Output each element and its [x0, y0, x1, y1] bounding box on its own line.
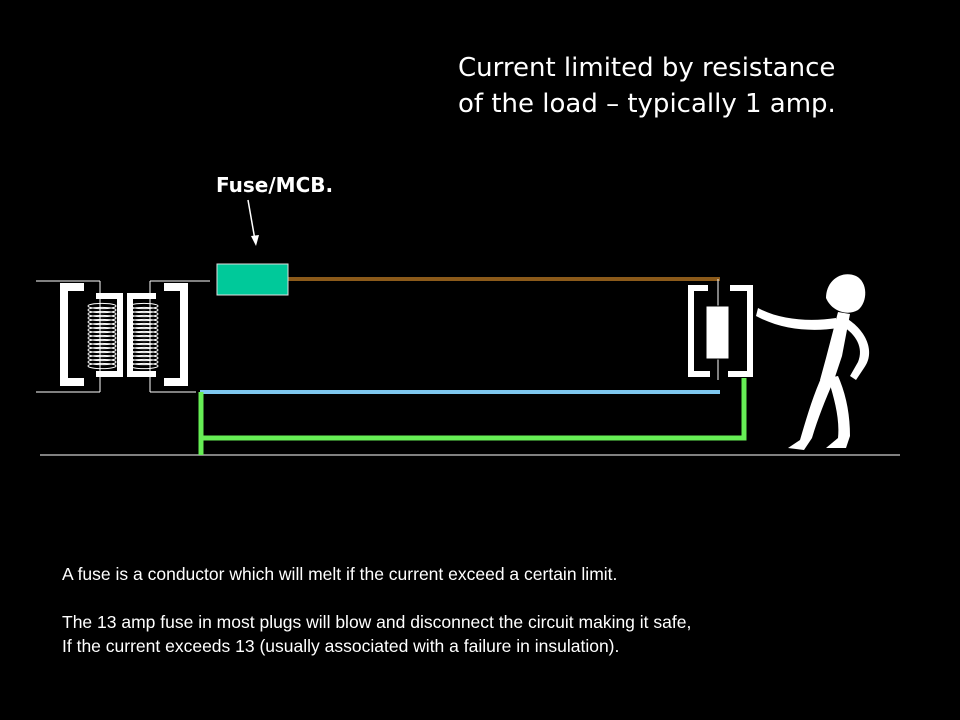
notes-line-3: If the current exceeds 13 (usually assoc…: [62, 636, 620, 656]
notes-spacer: [62, 586, 691, 610]
headline-text: Current limited by resistance of the loa…: [458, 50, 836, 122]
coil-winding: [129, 358, 159, 366]
load-resistor: [705, 305, 730, 360]
stick-figure-person-icon: [756, 274, 870, 450]
coil-winding: [87, 310, 117, 318]
coil-winding: [87, 306, 117, 314]
earth-wire: [198, 378, 747, 455]
coil-winding: [129, 318, 159, 326]
primary-coil: [87, 302, 117, 370]
headline-line-1: Current limited by resistance: [458, 53, 836, 83]
coil-winding: [87, 338, 117, 346]
coil-winding: [87, 346, 117, 354]
transformer-icon: [36, 280, 210, 393]
coil-winding: [129, 334, 159, 342]
coil-winding: [129, 354, 159, 362]
coil-winding: [87, 354, 117, 362]
coil-winding: [87, 302, 117, 310]
coil-winding: [129, 322, 159, 330]
fuse-label: Fuse/MCB.: [216, 173, 334, 197]
notes-line-1: A fuse is a conductor which will melt if…: [62, 564, 618, 584]
coil-winding: [87, 358, 117, 366]
coil-winding: [129, 338, 159, 346]
notes-line-2: The 13 amp fuse in most plugs will blow …: [62, 612, 692, 632]
coil-winding: [87, 318, 117, 326]
coil-winding: [129, 302, 159, 310]
coil-winding: [87, 322, 117, 330]
coil-winding: [87, 342, 117, 350]
coil-winding: [87, 362, 117, 370]
coil-winding: [129, 314, 159, 322]
coil-winding: [129, 330, 159, 338]
pointer-arrow-icon: [247, 199, 259, 246]
coil-winding: [87, 330, 117, 338]
coil-winding: [129, 310, 159, 318]
notes-text: A fuse is a conductor which will melt if…: [62, 562, 691, 658]
coil-winding: [87, 326, 117, 334]
coil-winding: [129, 342, 159, 350]
fuse-icon: [216, 263, 289, 296]
coil-winding: [129, 346, 159, 354]
coil-winding: [129, 350, 159, 358]
coil-winding: [129, 306, 159, 314]
appliance-load-icon: [688, 279, 753, 380]
coil-winding: [129, 362, 159, 370]
coil-winding: [129, 326, 159, 334]
coil-winding: [87, 334, 117, 342]
secondary-coil: [129, 302, 159, 370]
headline-line-2: of the load – typically 1 amp.: [458, 89, 836, 119]
coil-winding: [87, 350, 117, 358]
coil-winding: [87, 314, 117, 322]
